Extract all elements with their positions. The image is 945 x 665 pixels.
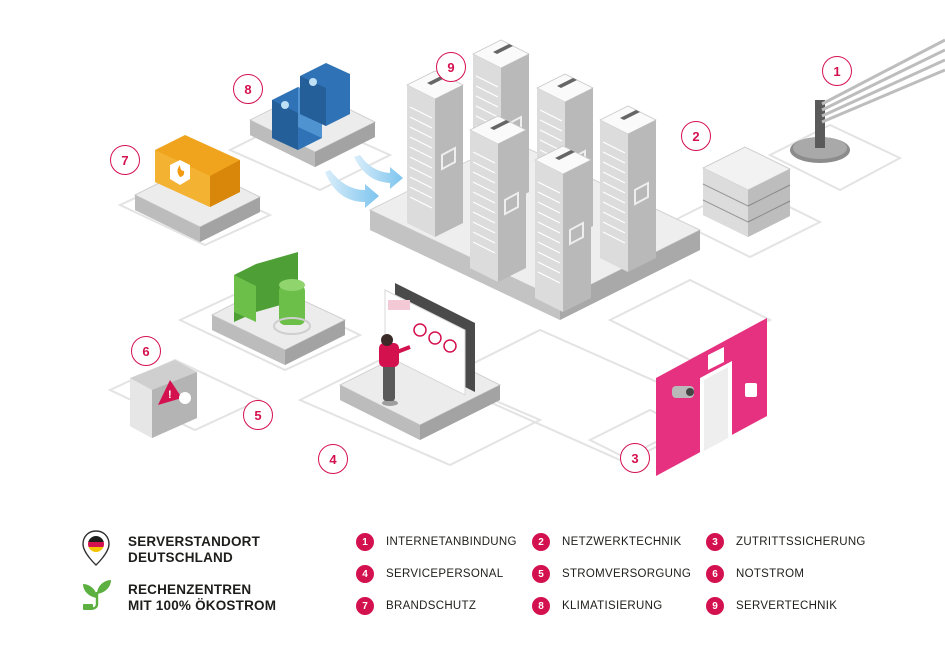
emergency-power-unit: !	[130, 360, 197, 438]
legend-label: STROMVERSORGUNG	[562, 568, 692, 580]
svg-text:!: !	[168, 389, 172, 401]
callout-6: 6	[131, 336, 161, 366]
legend-item-9: 9 SERVERTECHNIK	[706, 596, 837, 616]
green-badge-line1: RECHENZENTREN	[128, 582, 252, 597]
service-workstation	[338, 283, 502, 440]
callout-5: 5	[243, 400, 273, 430]
legend-number: 9	[706, 597, 724, 615]
location-badge-line1: SERVERSTANDORT	[128, 534, 261, 549]
legend-label: NOTSTROM	[736, 568, 805, 580]
legend-number: 5	[532, 565, 550, 583]
green-badge-text: RECHENZENTREN MIT 100% ÖKOSTROM	[128, 582, 276, 614]
cool-air-arrows	[325, 155, 403, 208]
callout-3: 3	[620, 443, 650, 473]
fire-protection-station	[133, 135, 262, 242]
callout-7: 7	[110, 145, 140, 175]
legend-item-4: 4 SERVICEPERSONAL	[356, 564, 503, 584]
legend-item-7: 7 BRANDSCHUTZ	[356, 596, 476, 616]
legend-item-2: 2 NETZWERKTECHNIK	[532, 532, 682, 552]
power-supply-station	[210, 252, 347, 365]
legend-label: BRANDSCHUTZ	[386, 600, 477, 612]
legend-number: 3	[706, 533, 724, 551]
internet-connection	[790, 38, 945, 163]
location-badge-line2: DEUTSCHLAND	[128, 550, 233, 565]
plant-plug-icon	[83, 580, 111, 610]
legend-item-1: 1 INTERNETANBINDUNG	[356, 532, 517, 552]
legend-label: ZUTRITTSSICHERUNG	[736, 536, 866, 548]
legend-number: 1	[356, 533, 374, 551]
legend-label: KLIMATISIERUNG	[562, 600, 663, 612]
legend-item-8: 8 KLIMATISIERUNG	[532, 596, 662, 616]
cooling-station	[248, 63, 377, 167]
legend-label: SERVICEPERSONAL	[386, 568, 504, 580]
legend-item-3: 3 ZUTRITTSSICHERUNG	[706, 532, 866, 552]
legend-number: 6	[706, 565, 724, 583]
germany-flag-pin-icon	[82, 530, 110, 566]
legend-number: 8	[532, 597, 550, 615]
legend-label: NETZWERKTECHNIK	[562, 536, 682, 548]
location-badge-text: SERVERSTANDORT DEUTSCHLAND	[128, 534, 260, 566]
callout-4: 4	[318, 444, 348, 474]
access-control-door	[656, 318, 767, 476]
callout-9: 9	[436, 52, 466, 82]
green-badge-line2: MIT 100% ÖKOSTROM	[128, 598, 277, 613]
callout-1: 1	[822, 56, 852, 86]
callout-2: 2	[681, 121, 711, 151]
legend-label: SERVERTECHNIK	[736, 600, 838, 612]
network-switch-stack	[701, 146, 792, 237]
legend-label: INTERNETANBINDUNG	[386, 536, 517, 548]
legend-number: 4	[356, 565, 374, 583]
legend-item-5: 5 STROMVERSORGUNG	[532, 564, 691, 584]
legend-number: 2	[532, 533, 550, 551]
legend-item-6: 6 NOTSTROM	[706, 564, 804, 584]
legend-number: 7	[356, 597, 374, 615]
callout-8: 8	[233, 74, 263, 104]
